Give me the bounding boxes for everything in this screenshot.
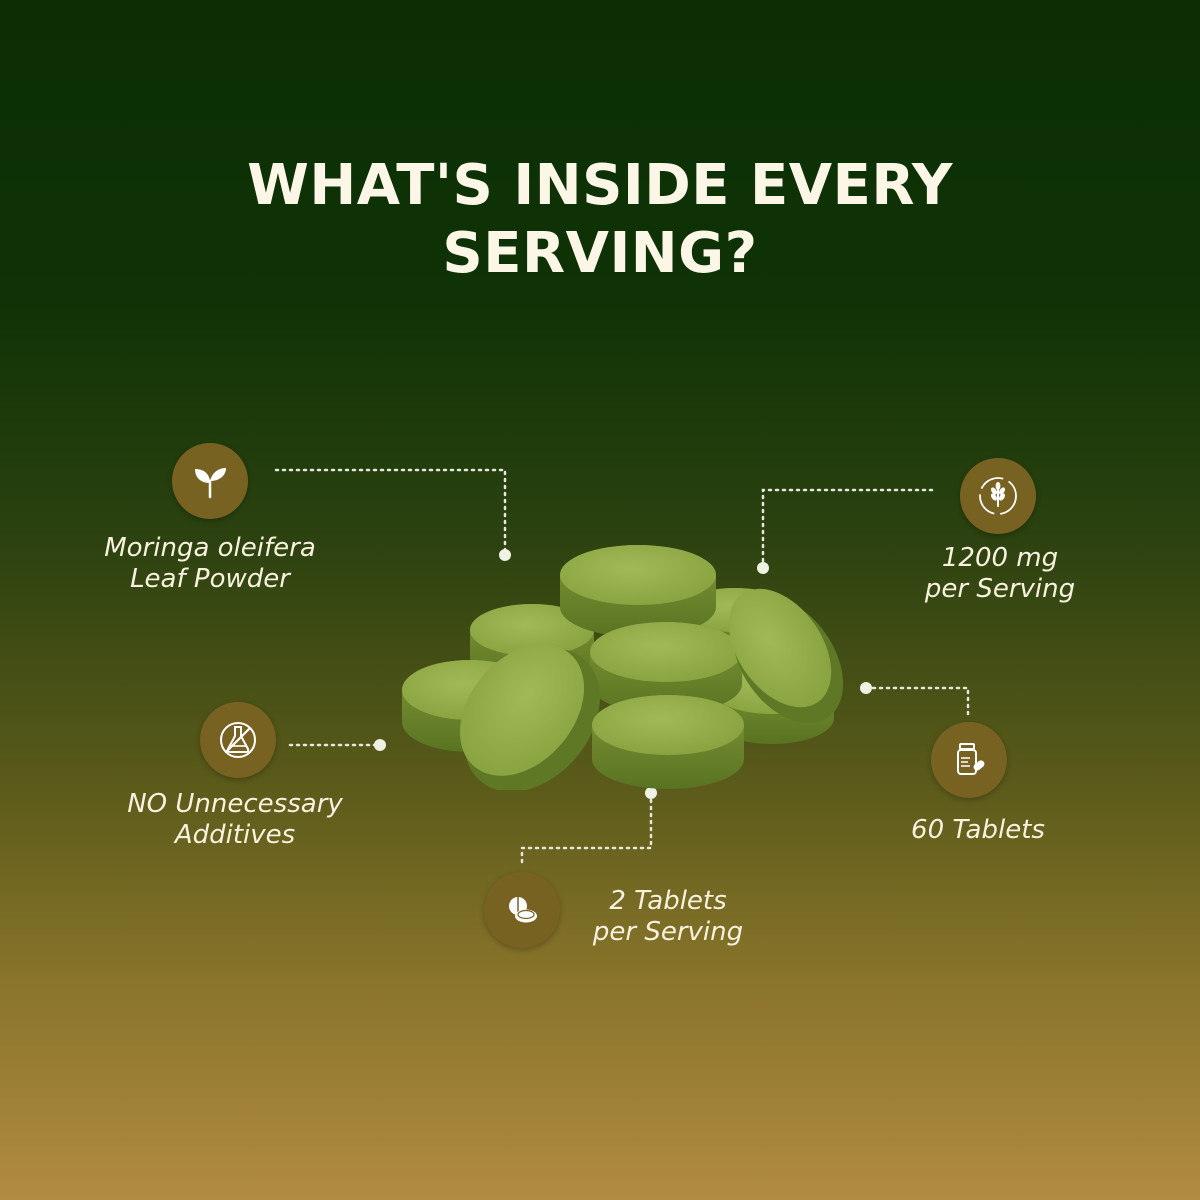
connector-tablets-count [864, 686, 970, 716]
title-line-1: WHAT'S INSIDE EVERY [247, 153, 953, 218]
serving-label: 2 Tablets per Serving [592, 886, 744, 947]
tablets-count-label: 60 Tablets [911, 815, 1045, 845]
sprout-icon [195, 468, 226, 499]
tablet-front [592, 695, 744, 789]
title-line-2: SERVING? [442, 221, 758, 286]
connector-serving [520, 791, 653, 868]
tablets-pile-image [402, 545, 844, 790]
tablet-tilted-left [459, 644, 600, 790]
additives-label: NO Unnecessary Additives [127, 789, 343, 850]
page-title: WHAT'S INSIDE EVERY SERVING? [0, 152, 1200, 288]
wheat-icon [979, 477, 1017, 515]
tablet-tilted-right [728, 588, 844, 724]
tablet-middle [590, 622, 742, 714]
additives-badge [200, 702, 276, 778]
moringa-badge [172, 443, 248, 519]
dosage-badge [960, 458, 1036, 534]
tablets-icon [509, 897, 537, 923]
no-chemical-flask-icon [220, 722, 256, 758]
tablet-top-center [560, 545, 716, 637]
dosage-label: 1200 mg per Serving [924, 543, 1076, 604]
bottle-with-pills-icon [957, 743, 985, 775]
serving-badge [484, 872, 560, 948]
tablets-count-badge [931, 722, 1007, 798]
moringa-label: Moringa oleifera Leaf Powder [104, 533, 316, 594]
